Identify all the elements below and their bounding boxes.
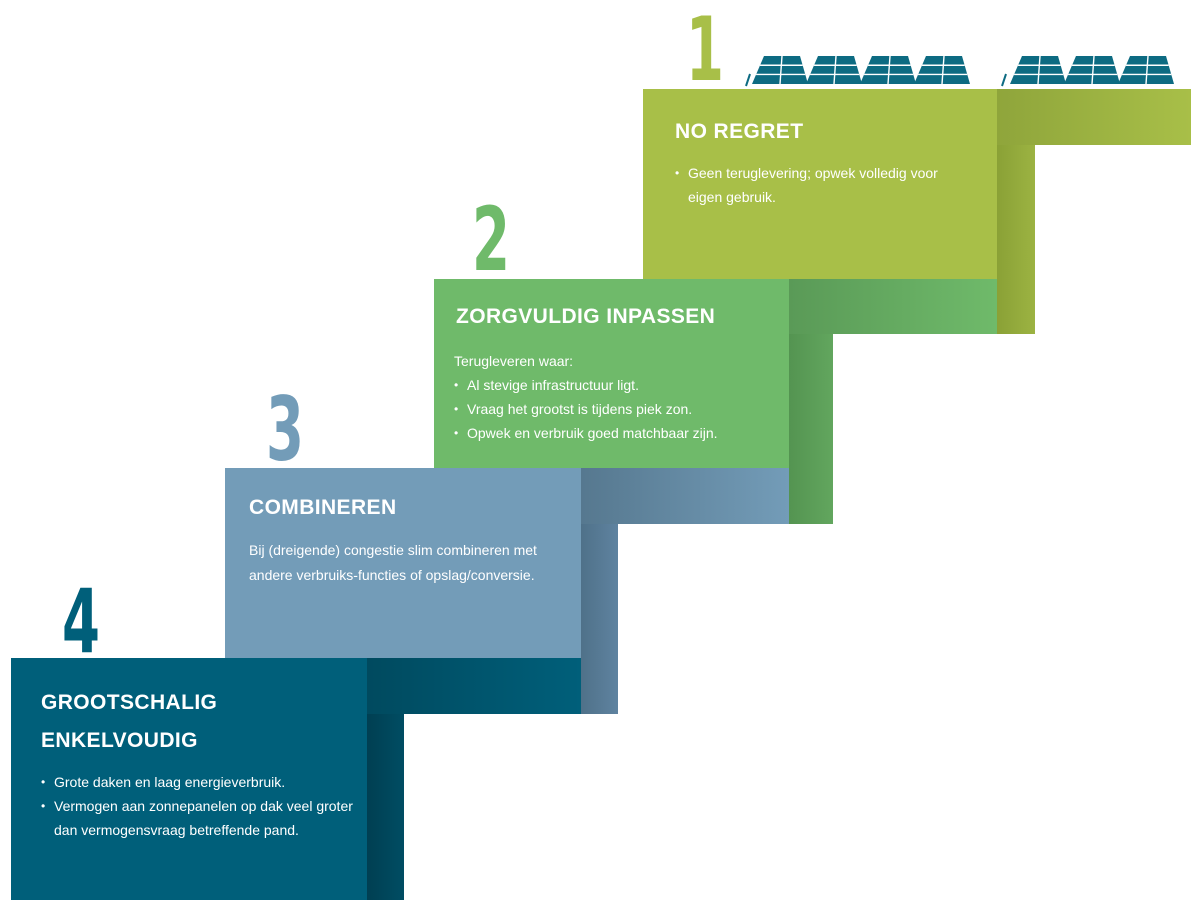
step-4-title-line2: ENKELVOUDIG <box>41 729 198 752</box>
solar-panel-icon <box>914 55 970 85</box>
list-item: Grote daken en laag energieverbruik. <box>41 770 363 794</box>
list-item: Opwek en verbruik goed matchbaar zijn. <box>454 421 784 445</box>
step-3-title: COMBINEREN <box>249 496 397 519</box>
list-item: Vraag het grootst is tijdens piek zon. <box>454 397 784 421</box>
solar-panel-icon <box>860 55 916 85</box>
list-item: Vermogen aan zonnepanelen op dak veel gr… <box>41 794 354 842</box>
step-2-title: ZORGVULDIG INPASSEN <box>456 305 716 328</box>
solar-panels-row <box>745 55 1174 87</box>
step-number-2: 2 <box>472 188 510 291</box>
step-4-block: GROOTSCHALIG ENKELVOUDIG Grote daken en … <box>11 658 367 900</box>
solar-panel-icon <box>806 55 862 85</box>
list-item: Al stevige infrastructuur ligt. <box>454 373 784 397</box>
step-4-bullets: Grote daken en laag energieverbruik. Ver… <box>41 770 363 842</box>
solar-panel-icon <box>1064 55 1120 85</box>
solar-panel-icon <box>1118 55 1174 85</box>
step-3-block: COMBINEREN Bij (dreigende) congestie sli… <box>225 468 581 658</box>
step-1-ledge <box>997 89 1191 145</box>
step-number-1: 1 <box>686 0 724 101</box>
list-item: Geen teruglevering; opwek volledig voor … <box>675 161 975 209</box>
solar-panel-icon <box>1010 55 1066 85</box>
step-1-block: NO REGRET Geen teruglevering; opwek voll… <box>643 89 997 279</box>
step-2-ledge <box>789 279 997 334</box>
step-4-ledge <box>367 658 581 714</box>
step-number-3: 3 <box>266 378 304 481</box>
step-1-bullets: Geen teruglevering; opwek volledig voor … <box>675 161 975 209</box>
solar-panel-icon <box>752 55 808 85</box>
step-1-title: NO REGRET <box>675 120 804 143</box>
solar-panel-mount <box>745 73 751 87</box>
solar-panel-mount <box>1001 73 1007 87</box>
step-2-block: ZORGVULDIG INPASSEN Terugleveren waar: A… <box>434 279 789 468</box>
step-3-ledge <box>581 468 789 524</box>
step-3-text: Bij (dreigende) congestie slim combinere… <box>249 542 537 583</box>
step-2-intro: Terugleveren waar: <box>454 353 574 369</box>
step-number-4: 4 <box>62 570 100 673</box>
step-2-bullets: Al stevige infrastructuur ligt. Vraag he… <box>454 373 784 445</box>
step-4-title-line1: GROOTSCHALIG <box>41 691 218 714</box>
